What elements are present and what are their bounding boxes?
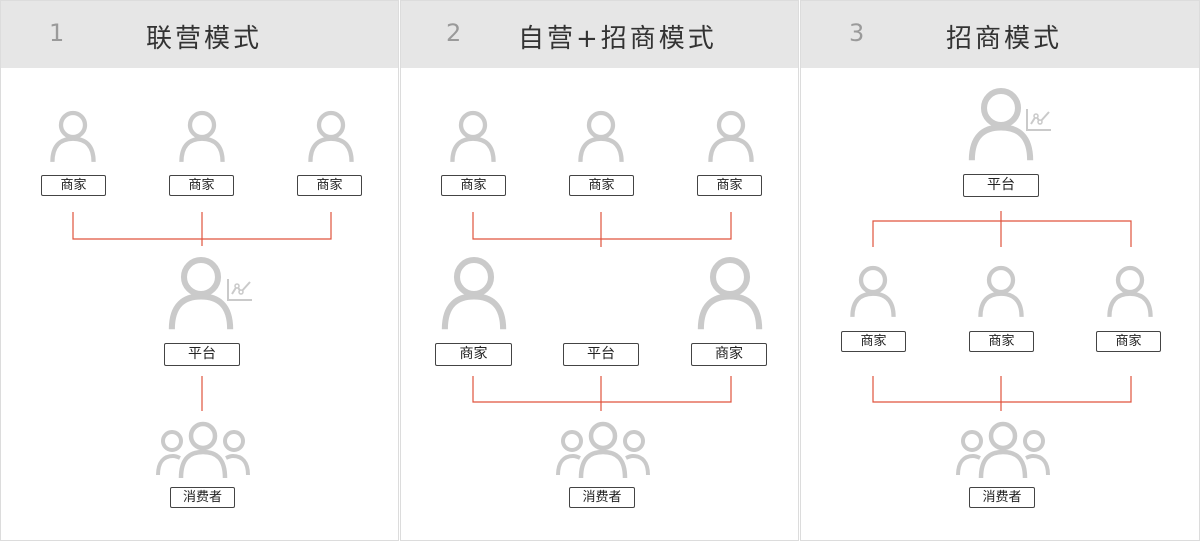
merchant-label: 商家 [1096,331,1161,352]
panel-header: 1 联营模式 [1,1,398,68]
consumer-label: 消费者 [170,487,235,508]
consumer-group-icon [155,421,251,481]
platform-label: 平台 [963,174,1039,197]
consumer-label: 消费者 [969,487,1035,508]
panel-header: 2 自营+招商模式 [401,1,798,68]
panel-number: 3 [849,19,865,47]
person-icon [707,109,755,165]
person-icon [849,264,897,320]
connector-lines [472,212,732,411]
line-chart-icon [226,277,254,303]
person-icon [577,109,625,165]
panel-header: 3 招商模式 [801,1,1199,68]
line-chart-icon [1025,107,1053,133]
merchant-label: 商家 [169,175,234,196]
consumer-group-icon [955,421,1051,481]
merchant-connector [72,212,332,246]
person-icon [977,264,1025,320]
self-operated-merchant-label: 商家 [435,343,512,366]
merchant-connector [472,212,732,247]
panel-number: 1 [49,19,65,47]
person-icon [178,109,226,165]
panel-merchant-recruitment: 3 招商模式 平台 商家 商家 商家 消费者 [800,0,1200,541]
platform-merchant-connector [872,211,1132,247]
panel-number: 2 [446,19,462,47]
consumer-connector [472,376,732,411]
panel-title: 联营模式 [146,24,263,54]
person-icon [307,109,355,165]
panel-title: 招商模式 [946,24,1063,54]
consumer-group-icon [555,421,651,481]
merchant-label: 商家 [841,331,906,352]
panel-joint-operation: 1 联营模式 商家 商家 商家 平台 消费者 [0,0,399,541]
consumer-label: 消费者 [569,487,635,508]
connector-lines [872,211,1132,411]
merchant-label: 商家 [569,175,634,196]
self-operated-merchant-label: 商家 [691,343,767,366]
consumer-connector [872,376,1132,411]
platform-label: 平台 [563,343,639,366]
merchant-label: 商家 [441,175,506,196]
person-icon [440,256,508,332]
person-icon [449,109,497,165]
platform-person-icon [167,256,235,332]
person-icon [49,109,97,165]
merchant-label: 商家 [41,175,106,196]
person-icon [1106,264,1154,320]
platform-label: 平台 [164,343,240,366]
connector-lines [72,212,332,411]
panel-self-operated-plus-merchant: 2 自营+招商模式 商家 商家 商家 商家 平台 商家 消费者 [400,0,799,541]
person-icon [696,256,764,332]
merchant-label: 商家 [697,175,762,196]
merchant-label: 商家 [969,331,1034,352]
merchant-label: 商家 [297,175,362,196]
panel-title: 自营+招商模式 [518,24,717,54]
